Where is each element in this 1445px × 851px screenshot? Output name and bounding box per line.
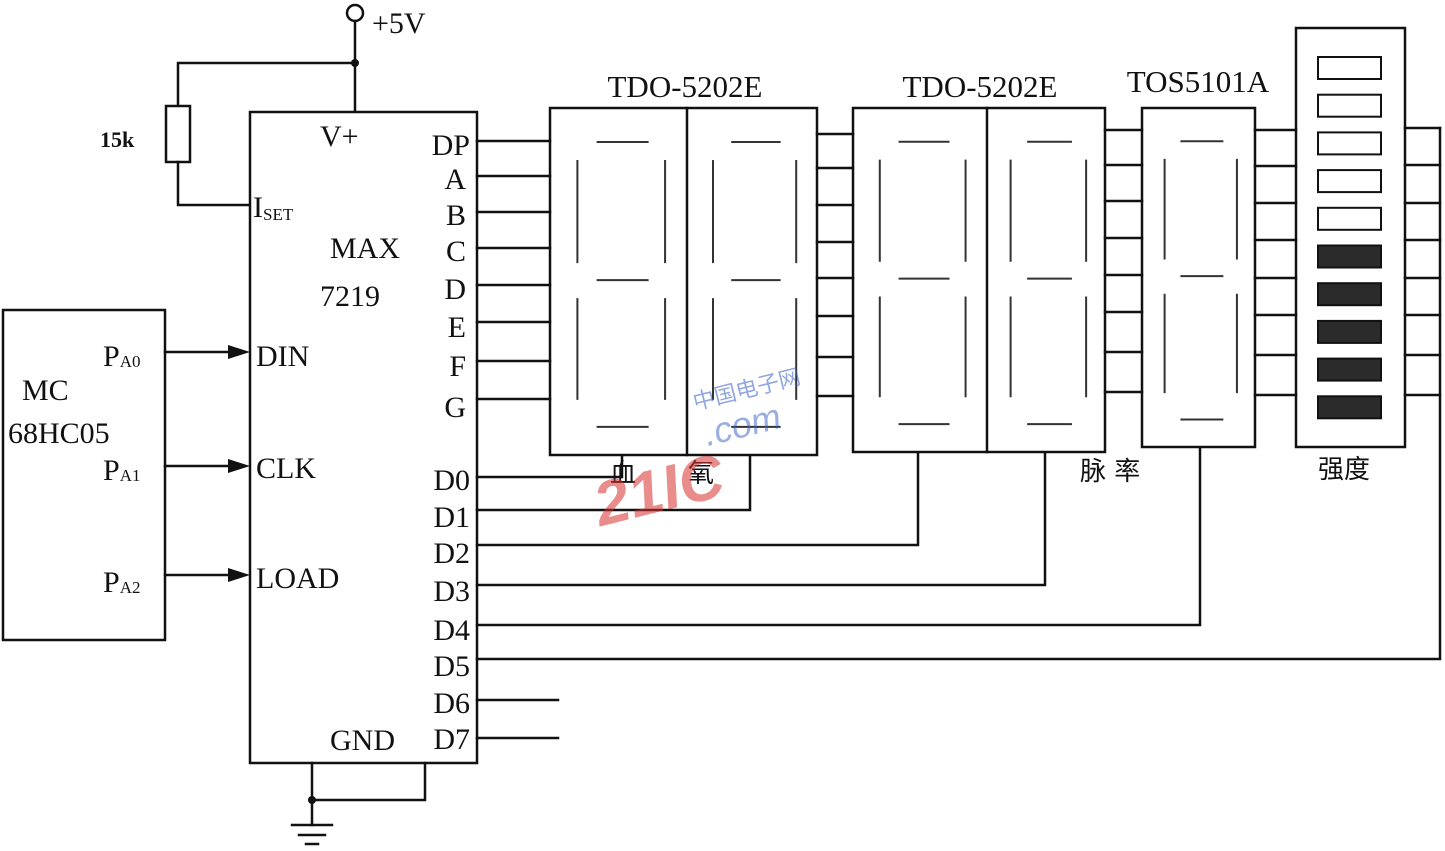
bar-graph-cell-3 [1317, 131, 1382, 156]
pin-din-label: DIN [256, 340, 309, 373]
max7219-chip [248, 110, 479, 765]
pin-d0-label: D0 [433, 464, 470, 497]
clk-arrow-icon [228, 459, 250, 473]
port-pa2-label: PA2 [103, 566, 140, 599]
pin-iset-sub: SET [263, 205, 294, 224]
d1-wire [475, 453, 752, 512]
port-pa1-label: PA1 [103, 454, 140, 487]
ground-symbol-icon [290, 823, 334, 846]
d0-wire [475, 453, 624, 479]
bar-graph-cell-1 [1317, 56, 1382, 80]
bar-graph-cell-10 [1317, 395, 1382, 420]
power-terminal [345, 3, 365, 23]
mcu-chip [1, 308, 167, 642]
pin-d3-label: D3 [433, 575, 470, 608]
pin-d-label: D [444, 273, 466, 306]
bar-graph-cell-7 [1317, 282, 1382, 307]
pin-c-label: C [446, 235, 466, 268]
gnd-wire [310, 761, 427, 802]
bar-graph [1294, 26, 1407, 449]
generated-marks [475, 56, 1442, 428]
pin-iset-main: I [253, 191, 263, 224]
d5-wire [475, 126, 1442, 661]
pin-d6-label: D6 [433, 687, 470, 720]
pin-b-label: B [446, 199, 466, 232]
chip-name-line1: MAX [330, 232, 400, 265]
pin-gnd-label: GND [330, 724, 395, 757]
load-arrow-icon [228, 568, 250, 582]
pin-load-label: LOAD [256, 562, 339, 595]
pin-vplus-label: V+ [320, 120, 359, 153]
display-1 [548, 106, 819, 457]
port-pa0-label: PA0 [103, 340, 140, 373]
port-pa0-sub: A0 [120, 352, 141, 371]
port-pa2-main: P [103, 566, 120, 599]
port-pa1-sub: A1 [120, 466, 141, 485]
port-pa1-main: P [103, 454, 120, 487]
bar-graph-cell-9 [1317, 357, 1382, 382]
bar-graph-cell-5 [1317, 206, 1382, 231]
bar-graph-cell-8 [1317, 319, 1382, 344]
chip-name-line2: 7219 [320, 280, 380, 313]
pin-e-label: E [448, 311, 466, 344]
display-1-caption-right: 氧 [688, 459, 714, 489]
display-2-caption: 脉 率 [1080, 457, 1140, 487]
d4-wire [475, 445, 1202, 627]
pin-f-label: F [449, 350, 466, 383]
bar-graph-cell-6 [1317, 244, 1382, 269]
din-arrow-icon [228, 345, 250, 359]
mcu-name-line1: MC [22, 374, 69, 407]
port-pa0-main: P [103, 340, 120, 373]
resistor [164, 104, 192, 164]
d2-wire [475, 450, 920, 547]
bar-graph-cell-2 [1317, 93, 1382, 118]
pin-iset-label: ISET [253, 191, 294, 224]
bar-graph-cell-4 [1317, 169, 1382, 194]
pin-d5-label: D5 [433, 650, 470, 683]
mcu-name-line2: 68HC05 [8, 417, 110, 450]
pin-dp-label: DP [432, 129, 470, 162]
resistor-label: 15k [100, 127, 135, 152]
pin-d7-label: D7 [433, 723, 470, 756]
pin-d1-label: D1 [433, 501, 470, 534]
d3-wire [475, 450, 1047, 587]
pin-g-label: G [444, 391, 466, 424]
display-1-part-label: TDO-5202E [608, 69, 763, 104]
display-1-caption-left: 血 [610, 459, 636, 489]
iset-wire [176, 160, 252, 207]
pin-d2-label: D2 [433, 537, 470, 570]
power-label: +5V [372, 7, 426, 40]
pin-a-label: A [444, 163, 466, 196]
display-3-part-label: TOS5101A [1127, 64, 1270, 99]
resistor-top-wire [176, 61, 357, 108]
bar-graph-caption: 强度 [1318, 455, 1370, 485]
display-2 [851, 106, 1107, 454]
display-3 [1140, 106, 1257, 449]
display-2-part-label: TDO-5202E [903, 69, 1058, 104]
pin-d4-label: D4 [433, 614, 470, 647]
pin-clk-label: CLK [256, 452, 316, 485]
port-pa2-sub: A2 [120, 578, 141, 597]
